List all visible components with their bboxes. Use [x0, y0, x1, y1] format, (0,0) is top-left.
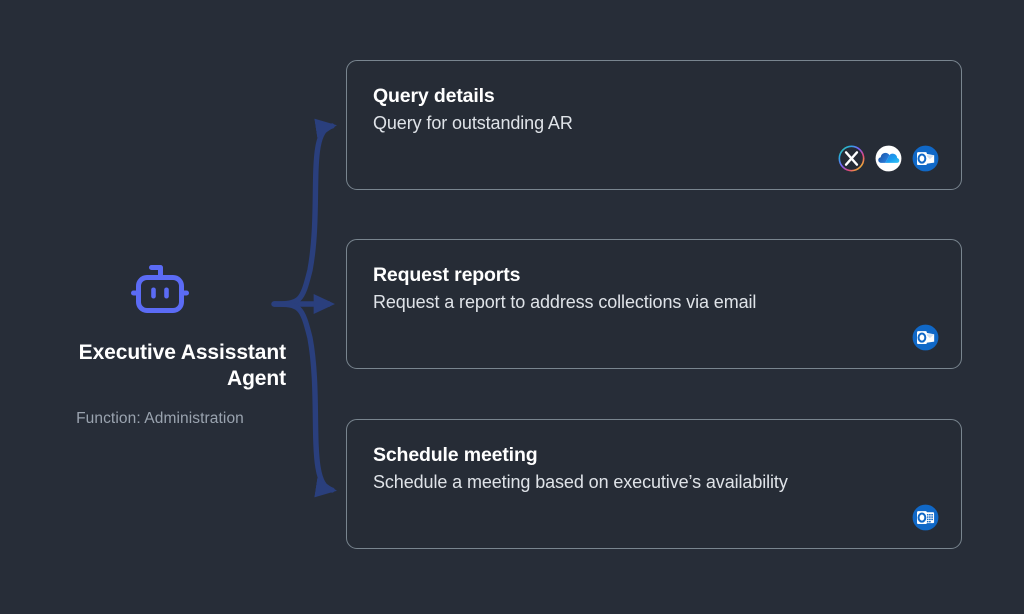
card-description: Query for outstanding AR: [373, 113, 573, 133]
card-title: Schedule meeting: [373, 444, 538, 466]
agent-function-label: Function: Administration: [76, 409, 244, 427]
card-title: Request reports: [373, 264, 521, 286]
card-app-icons: [838, 145, 939, 172]
agent-node[interactable]: Executive Assisstant Agent Function: Adm…: [30, 258, 290, 428]
outlook-icon[interactable]: [912, 324, 939, 351]
card-app-icons: [912, 324, 939, 351]
card-description: Schedule a meeting based on executive’s …: [373, 472, 788, 492]
outlook-calendar-icon[interactable]: [912, 504, 939, 531]
microsoft-copilot-icon[interactable]: [838, 145, 865, 172]
onedrive-icon[interactable]: [875, 145, 902, 172]
robot-icon: [125, 258, 195, 328]
card-description: Request a report to address collections …: [373, 292, 757, 312]
capability-card[interactable]: Request reports Request a report to addr…: [346, 239, 962, 369]
card-title: Query details: [373, 85, 495, 107]
outlook-icon[interactable]: [912, 145, 939, 172]
card-app-icons: [912, 504, 939, 531]
capability-card[interactable]: Query details Query for outstanding AR: [346, 60, 962, 190]
agent-name: Executive Assisstant Agent: [78, 341, 286, 391]
capability-card[interactable]: Schedule meeting Schedule a meeting base…: [346, 419, 962, 549]
